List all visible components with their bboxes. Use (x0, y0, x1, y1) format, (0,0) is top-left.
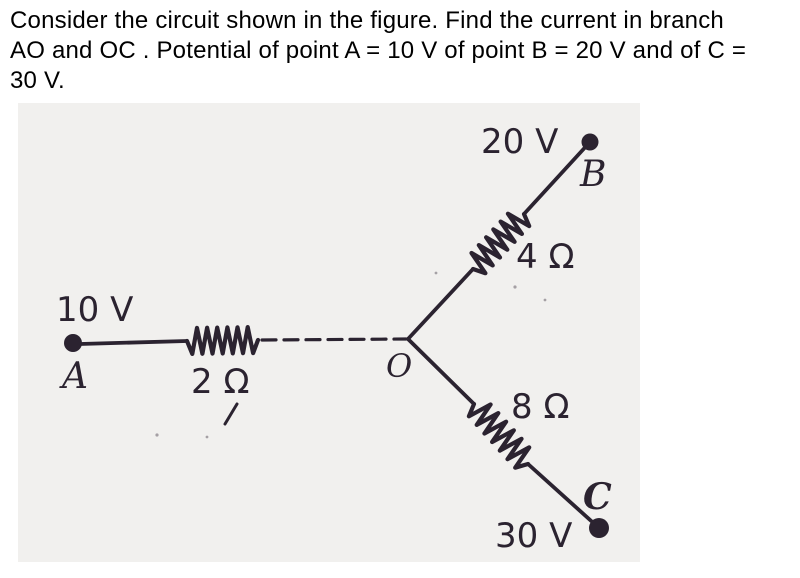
wire-dashed-to-O (260, 337, 408, 342)
resistor-OC-zigzag (466, 401, 532, 470)
problem-line-3: 30 V. (10, 67, 65, 94)
scan-specks (155, 271, 547, 439)
resistor-label-AO: 2 Ω (191, 362, 250, 402)
node-label-O: O (386, 347, 413, 385)
wire-O-to-resistor-OB (406, 267, 475, 341)
wire-resistor-to-C (526, 462, 601, 530)
node-dot-C (589, 518, 609, 538)
circuit-wires (78, 140, 601, 530)
resistor-zigzags (184, 211, 532, 470)
potential-label-A: 10 V (56, 290, 134, 330)
resistor-AO-zigzag (184, 325, 261, 356)
circuit-drawing (64, 133, 609, 538)
node-dot-B (581, 133, 599, 151)
potential-label-C: 30 V (495, 516, 573, 556)
wire-A-to-resistor (78, 339, 189, 346)
wire-O-to-resistor-OC (406, 337, 476, 406)
node-label-A: A (62, 356, 88, 397)
node-dot-A (64, 334, 82, 352)
node-dots (64, 133, 609, 538)
node-label-B: B (580, 154, 607, 195)
potential-label-B: 20 V (481, 122, 559, 162)
problem-line-2: AO and OC . Potential of point A = 10 V … (10, 37, 747, 64)
resistor-label-OC: 8 Ω (511, 387, 570, 427)
problem-line-1: Consider the circuit shown in the figure… (10, 7, 724, 34)
circuit-figure: 10 V A 2 Ω O 20 V B 4 Ω 8 Ω C 30 V (18, 103, 640, 562)
wire-resistor-to-B (522, 140, 592, 216)
stray-tick-mark (223, 402, 239, 426)
resistor-label-OB: 4 Ω (516, 237, 575, 277)
problem-statement: Consider the circuit shown in the figure… (10, 6, 798, 96)
node-label-C: C (583, 476, 612, 518)
resistor-OB-zigzag (469, 211, 532, 276)
